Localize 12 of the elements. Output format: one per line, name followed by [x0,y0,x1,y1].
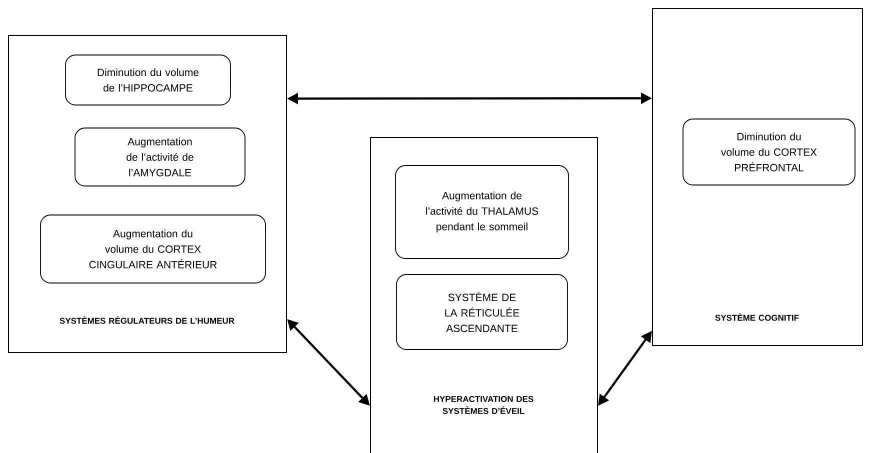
region-title: SYSTÈME COGNITIF [715,313,799,321]
rounded-box: Augmentation du volume du CORTEX CINGULAIRE ANTÉRIEUR [40,214,266,284]
region-title: SYSTÈMES RÉGULATEURS DE L’HUMEUR [60,316,234,324]
rounded-box: Diminution du volume du CORTEX PRÉFRONTAL [682,118,856,186]
region-box [652,8,863,346]
region-box [8,35,287,353]
rounded-box: SYSTÈME DE LA RÉTICULÉE ASCENDANTE [396,274,568,350]
region-box [370,137,598,453]
rounded-box: Augmentation de l’activité du THALAMUS pendant le sommeil [395,165,569,259]
rounded-box: Augmentation de l’activité de l’AMYGDALE [74,128,246,186]
rounded-box: Diminution du volume de l’HIPPOCAMPE [65,54,231,106]
region-title: HYPERACTIVATION DES SYSTÈMES D’ÉVEIL [434,396,534,414]
